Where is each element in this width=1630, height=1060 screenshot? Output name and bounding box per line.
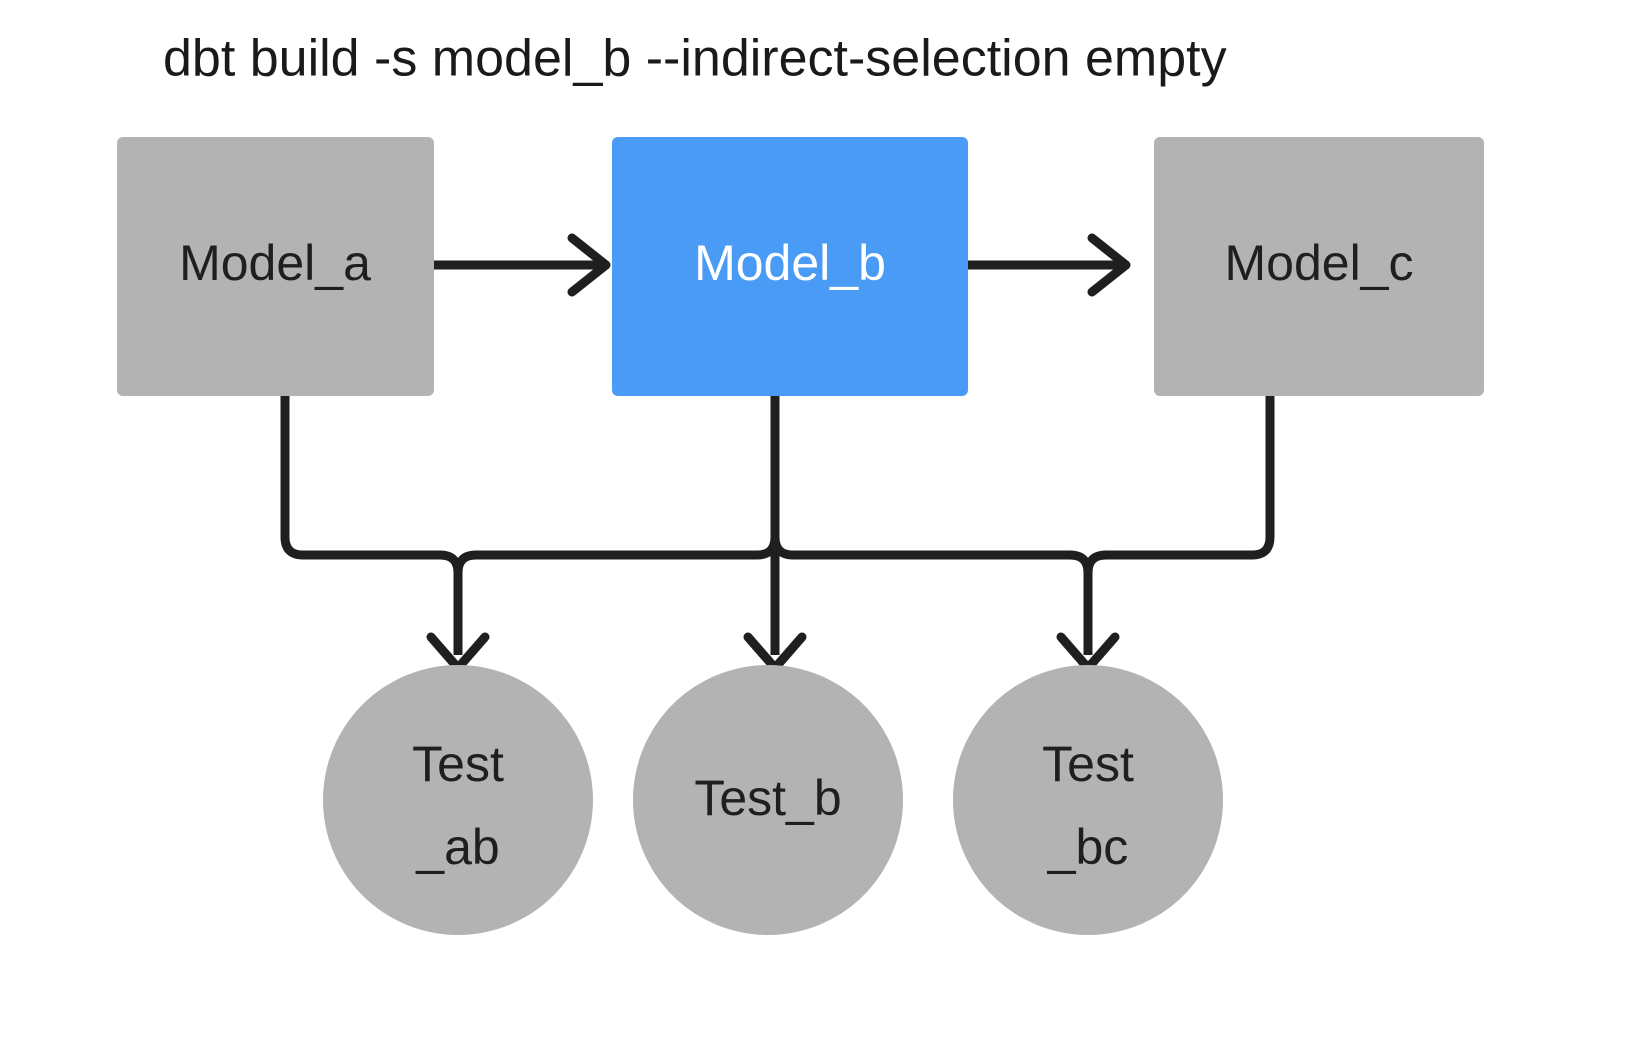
test-node-test-b[interactable]: Test_b	[633, 665, 903, 935]
model-a-label: Model_a	[179, 235, 371, 291]
model-b-rect[interactable]	[612, 137, 968, 396]
test-bc-circle[interactable]	[953, 665, 1223, 935]
edge-model-c-to-test-bc	[1083, 396, 1275, 655]
test-bc-label-line2: _bc	[1047, 819, 1129, 875]
test-b-circle[interactable]	[633, 665, 903, 935]
test-ab-label-line1: Test	[412, 736, 504, 792]
test-ab-label-line2: _ab	[415, 819, 499, 875]
test-bc-label-line1: Test	[1042, 736, 1134, 792]
test-ab-circle[interactable]	[323, 665, 593, 935]
model-c-rect[interactable]	[1154, 137, 1484, 396]
edge-layer	[280, 233, 1275, 673]
edge-model-b-to-test-bc	[770, 396, 1093, 655]
edge-model-a-to-model-b	[434, 233, 611, 297]
diagram-title: dbt build -s model_b --indirect-selectio…	[163, 30, 1227, 88]
edge-model-b-to-model-c	[968, 233, 1131, 297]
model-a-rect[interactable]	[117, 137, 434, 396]
model-node-model-c[interactable]: Model_c	[1154, 137, 1484, 396]
test-node-test-ab[interactable]: Test _ab	[323, 665, 593, 935]
model-b-label: Model_b	[694, 235, 886, 291]
model-node-model-b[interactable]: Model_b	[612, 137, 968, 396]
edge-model-a-to-test-ab	[280, 396, 463, 655]
test-b-label-line1: Test_b	[694, 770, 841, 826]
model-c-label: Model_c	[1225, 235, 1414, 291]
test-node-test-bc[interactable]: Test _bc	[953, 665, 1223, 935]
edge-model-b-to-test-ab	[453, 396, 780, 655]
model-node-model-a[interactable]: Model_a	[117, 137, 434, 396]
